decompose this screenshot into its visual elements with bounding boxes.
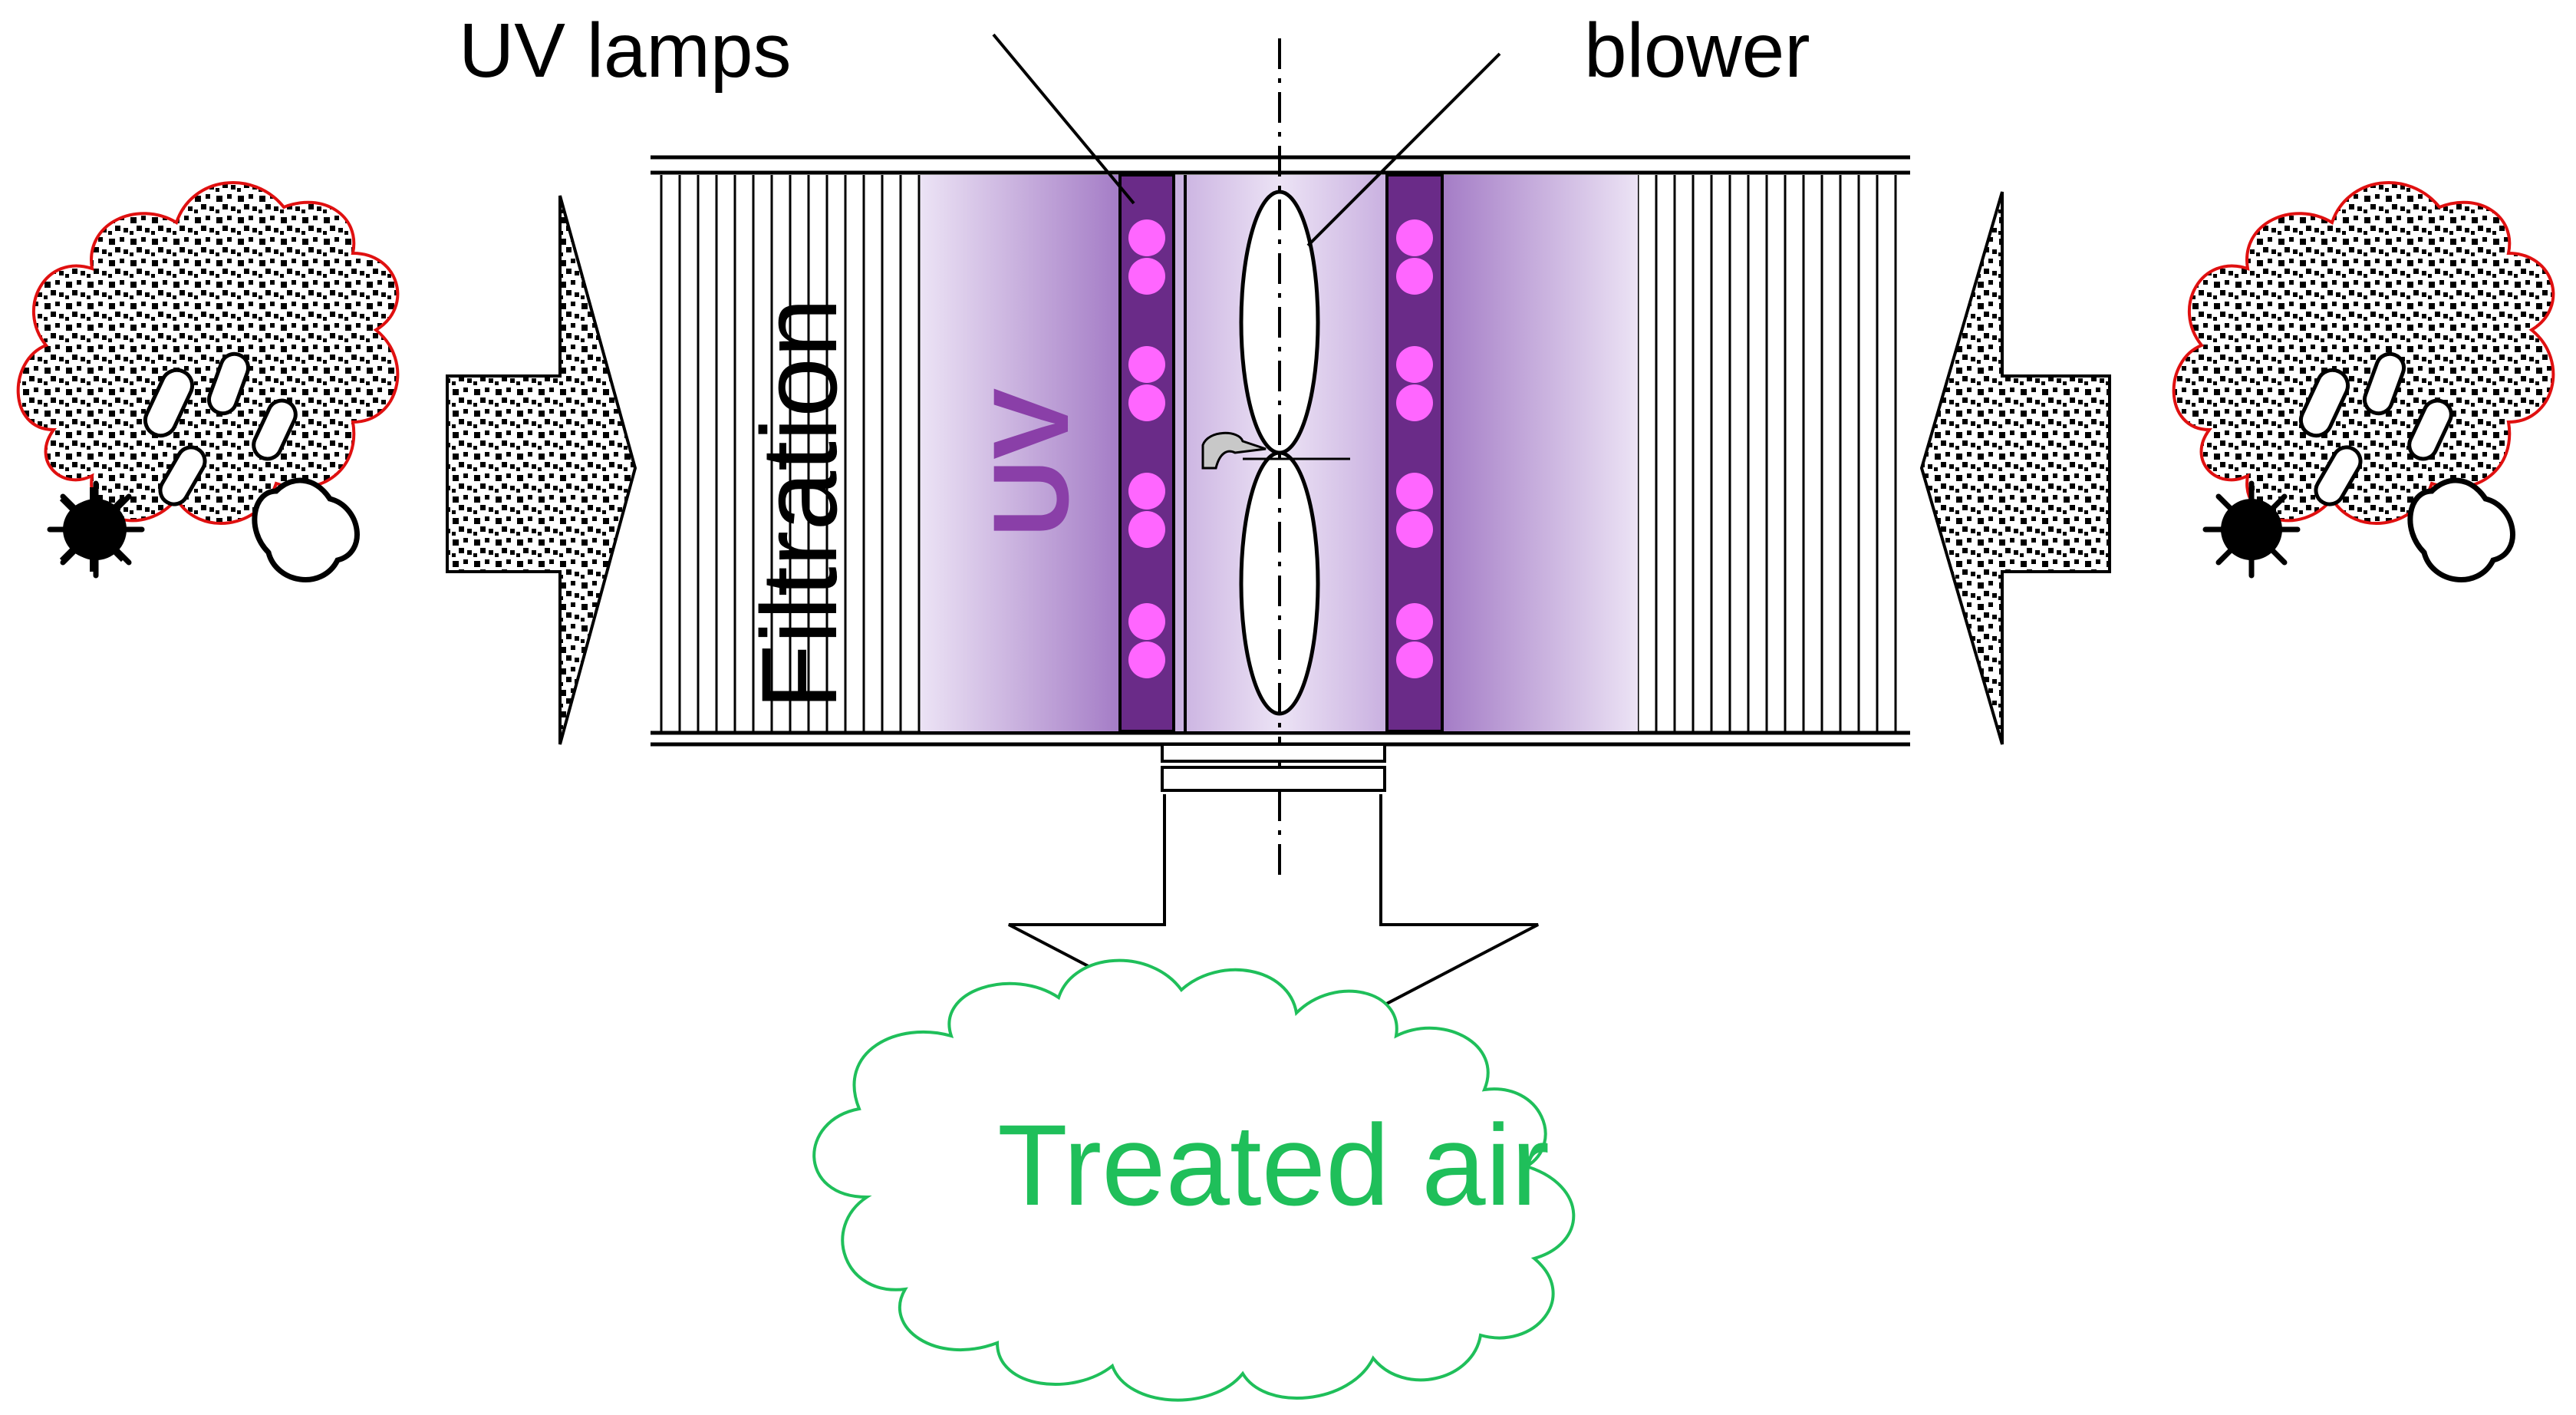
uv-lamp-icon	[1396, 603, 1433, 640]
inflow-arrow-left	[446, 195, 637, 745]
treated-air-label: Treated air	[997, 1100, 1550, 1229]
uv-lamp-icon	[1396, 384, 1433, 421]
uv-lamp-icon	[1396, 346, 1433, 383]
uv-zone-right	[1442, 175, 1638, 731]
purifier-unit: Filtration UV	[651, 38, 1910, 875]
uv-lamp-icon	[1128, 473, 1165, 510]
uv-lamp-icon	[1396, 642, 1433, 678]
uv-lamp-icon	[1128, 642, 1165, 678]
outlet-collar	[1161, 743, 1386, 792]
amoeba-icon	[252, 477, 360, 582]
bacteria-icon	[143, 351, 298, 506]
uv-lamps-pointer	[992, 33, 1135, 205]
filter-left	[660, 175, 921, 731]
filtration-label: Filtration	[739, 298, 859, 710]
filter-right	[1636, 175, 1897, 731]
uv-lamps-label: UV lamps	[459, 8, 791, 94]
virus-icon	[47, 480, 145, 579]
uv-lamp-icon	[1128, 603, 1165, 640]
uv-zone-label: UV	[970, 388, 1091, 537]
uv-lamp-icon	[1128, 258, 1165, 295]
blower-pointer	[1306, 52, 1501, 247]
uv-lamp-icon	[1128, 384, 1165, 421]
uv-lamp-icon	[1128, 511, 1165, 548]
inflow-arrow-right	[1919, 191, 2111, 745]
uv-lamp-icon	[1396, 473, 1433, 510]
virus-icon	[2202, 480, 2301, 579]
contaminated-air-cloud-left	[16, 181, 400, 582]
uv-lamp-icon	[1396, 219, 1433, 256]
uv-lamp-icon	[1128, 219, 1165, 256]
uv-zone-left	[921, 175, 1120, 731]
uv-lamp-icon	[1128, 346, 1165, 383]
uv-lamp-icon	[1396, 258, 1433, 295]
uv-lamp-icon	[1396, 511, 1433, 548]
treated-air-cloud	[812, 958, 1576, 1402]
amoeba-icon	[2407, 477, 2515, 582]
blower-label: blower	[1584, 8, 1810, 94]
bacteria-icon	[2298, 351, 2453, 506]
contaminated-air-cloud-right	[2172, 181, 2555, 582]
